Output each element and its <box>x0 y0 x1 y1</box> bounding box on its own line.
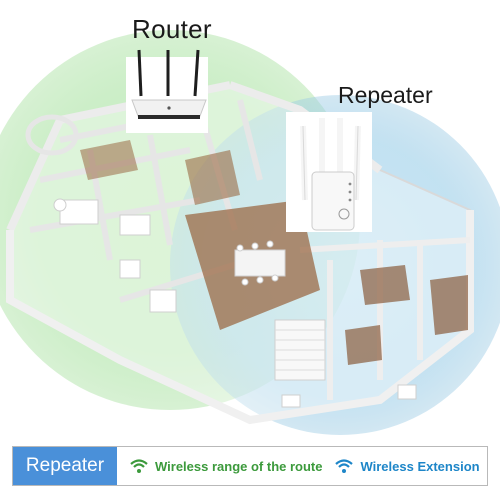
repeater-device <box>286 112 372 232</box>
wifi-icon <box>130 459 148 473</box>
legend-router-range-label: Wireless range of the route <box>155 458 323 474</box>
legend-tag: Repeater <box>13 447 117 485</box>
legend-bar: Repeater Wireless range of the route Wir… <box>12 446 488 486</box>
legend-extension-range-label: Wireless Extension <box>360 458 480 474</box>
furniture <box>53 198 417 408</box>
repeater-label: Repeater <box>338 82 433 108</box>
router-device <box>126 49 208 133</box>
router-label: Router <box>132 14 212 44</box>
legend-extension-range: Wireless Extension <box>334 458 480 474</box>
wifi-icon <box>335 459 354 473</box>
bay-window <box>25 114 79 156</box>
legend-router-range: Wireless range of the route <box>129 458 322 474</box>
